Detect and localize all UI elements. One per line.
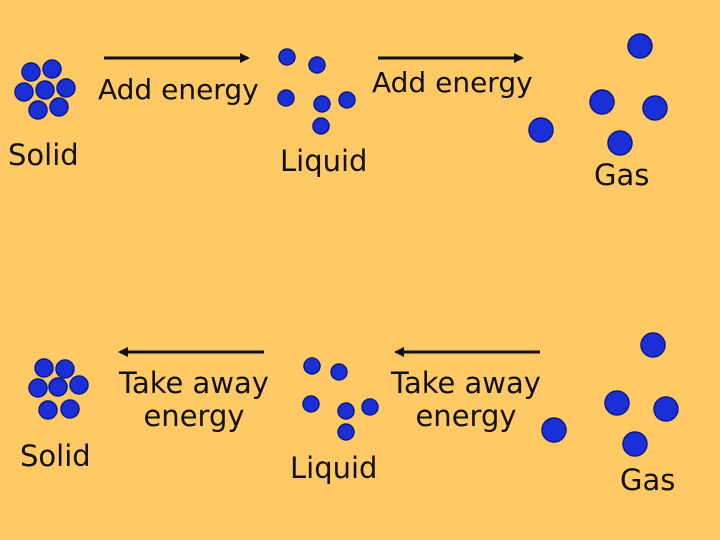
label-add-energy-2: Add energy <box>372 66 533 99</box>
particle <box>34 358 54 378</box>
label-take-away-energy-1-line-1: Take away <box>119 366 269 400</box>
label-take-away-energy-2: Take away energy <box>384 366 548 434</box>
label-liquid-top: Liquid <box>280 144 368 178</box>
particle <box>14 82 34 102</box>
particle <box>28 100 48 120</box>
particle <box>589 89 615 115</box>
particle <box>38 400 58 420</box>
label-take-away-energy-1-line-2: energy <box>143 399 245 434</box>
label-solid-bottom: Solid <box>20 439 91 473</box>
particle <box>541 417 567 443</box>
particle <box>528 117 554 143</box>
particle <box>330 363 348 381</box>
particle <box>653 396 679 422</box>
particle <box>302 395 320 413</box>
solid-particles-top <box>14 59 76 120</box>
liquid-particles-top <box>277 48 356 135</box>
particle <box>56 78 76 98</box>
particle <box>622 431 648 457</box>
label-add-energy-1: Add energy <box>98 73 259 106</box>
particle <box>28 378 48 398</box>
solid-particles-bottom <box>28 358 89 420</box>
particle <box>60 399 80 419</box>
particle <box>640 332 666 358</box>
particle <box>313 95 331 113</box>
particle <box>21 62 41 82</box>
particle <box>308 56 326 74</box>
particle <box>303 357 321 375</box>
particle <box>338 91 356 109</box>
particle <box>278 48 296 66</box>
label-gas-bottom: Gas <box>620 463 676 497</box>
particle <box>69 375 89 395</box>
particle <box>48 377 68 397</box>
particle <box>312 117 330 135</box>
particle <box>277 89 295 107</box>
label-take-away-energy-2-line-1: Take away <box>391 366 541 400</box>
particle <box>42 59 62 79</box>
liquid-particles-bottom <box>302 357 379 441</box>
label-liquid-bottom: Liquid <box>290 451 378 485</box>
particle <box>35 80 55 100</box>
particle <box>49 97 69 117</box>
gas-particles-top <box>528 33 668 156</box>
label-gas-top: Gas <box>594 158 650 192</box>
gas-particles-bottom <box>541 332 679 457</box>
particle <box>361 398 379 416</box>
particle <box>607 130 633 156</box>
particle <box>337 402 355 420</box>
particle <box>337 423 355 441</box>
particle <box>604 390 630 416</box>
particle <box>627 33 653 59</box>
particle <box>642 95 668 121</box>
label-take-away-energy-1: Take away energy <box>112 366 276 434</box>
particle <box>55 359 75 379</box>
label-take-away-energy-2-line-2: energy <box>415 399 517 434</box>
label-solid-top: Solid <box>8 138 79 172</box>
